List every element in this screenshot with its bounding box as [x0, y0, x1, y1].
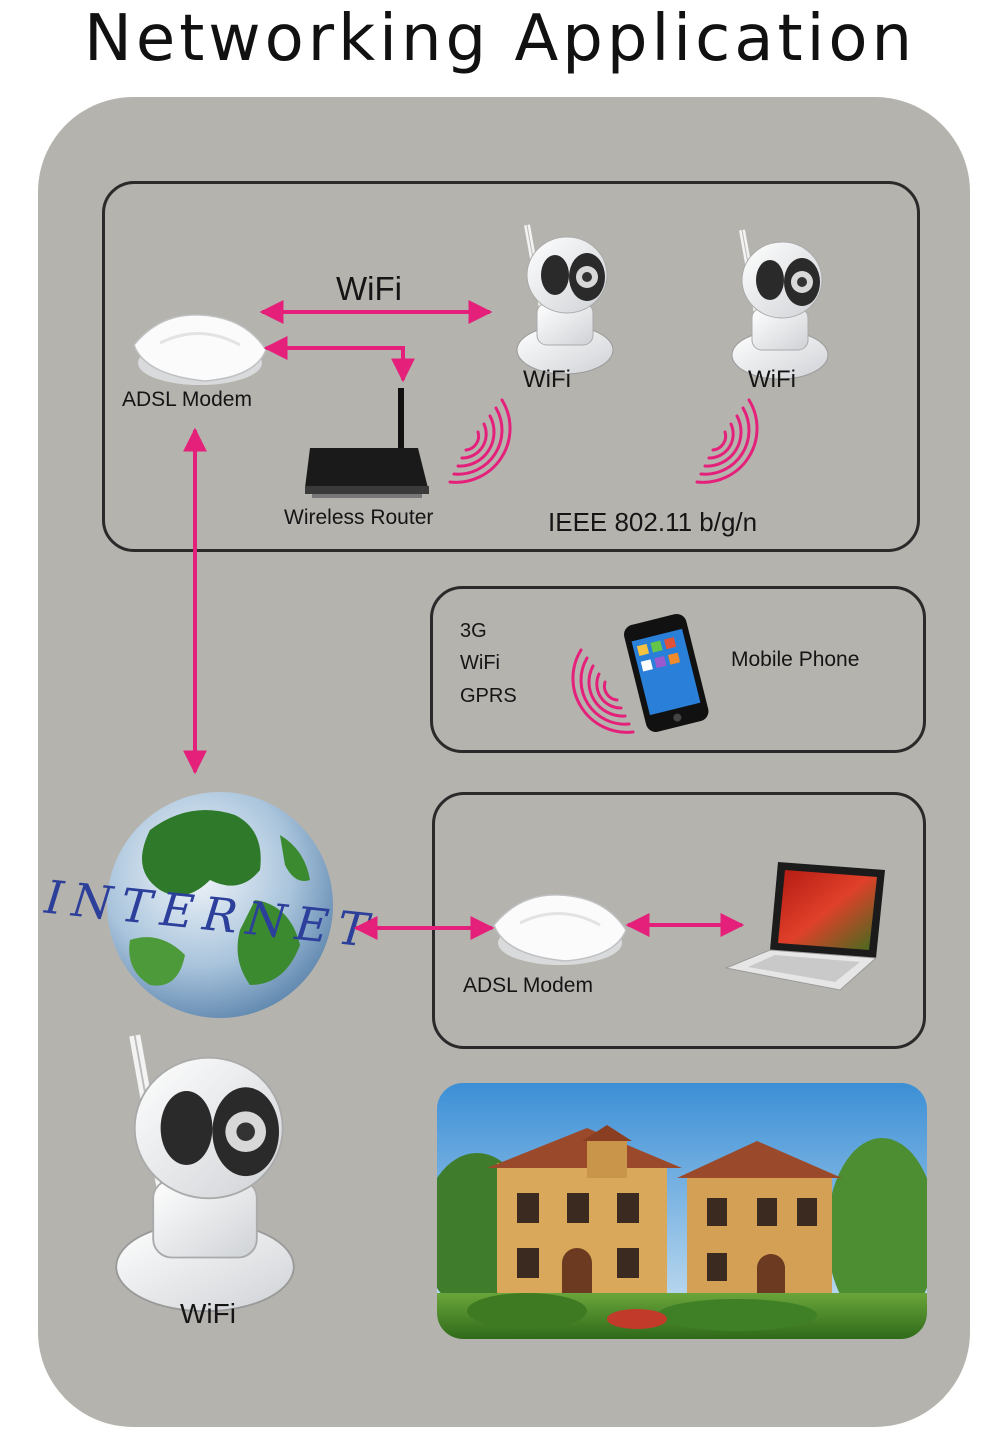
- ieee-standard-label: IEEE 802.11 b/g/n: [548, 507, 758, 537]
- adsl-modem-label-remote: ADSL Modem: [463, 974, 593, 997]
- camera-icon-1: [517, 225, 613, 374]
- home-network-box: [102, 181, 920, 552]
- internet-globe-icon: [107, 792, 333, 1018]
- connection-type-3g: 3G: [460, 620, 487, 642]
- bottom-camera-label: WiFi: [180, 1298, 236, 1329]
- wifi-link-label: WiFi: [336, 270, 402, 307]
- connection-type-wifi: WiFi: [460, 652, 500, 674]
- router-link-arrow: [263, 336, 415, 383]
- page-title: Networking Application: [83, 2, 917, 76]
- mobile-phone-icon: [624, 613, 709, 732]
- laptop-icon: [724, 862, 885, 991]
- adsl-modem-icon: [132, 313, 268, 387]
- camera-icon-2: [732, 230, 828, 379]
- wifi-signal-icon: [448, 398, 512, 484]
- wireless-router-icon: [305, 388, 429, 498]
- camera-label-1: WiFi: [523, 366, 571, 393]
- camera-label-2: WiFi: [748, 366, 796, 393]
- wireless-router-label: Wireless Router: [284, 506, 434, 529]
- house-photo: [437, 1083, 927, 1339]
- camera-icon-large: [116, 1036, 294, 1312]
- wifi-signal-icon: [695, 398, 759, 484]
- mobile-phone-label: Mobile Phone: [731, 648, 860, 671]
- mobile-access-box: [430, 586, 926, 753]
- cellular-signal-icon: [571, 648, 635, 734]
- connection-type-gprs: GPRS: [460, 685, 517, 707]
- adsl-modem-label: ADSL Modem: [122, 388, 252, 411]
- adsl-modem-icon: [492, 893, 628, 967]
